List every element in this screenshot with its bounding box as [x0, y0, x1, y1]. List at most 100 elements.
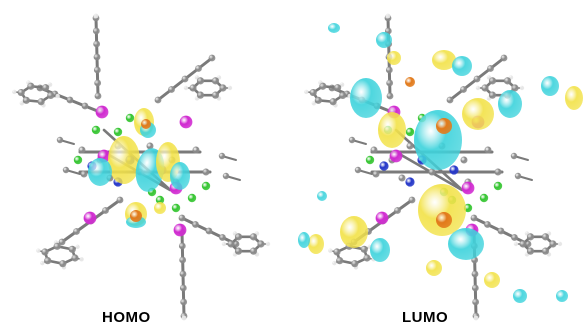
orange-atom: [405, 77, 415, 87]
orbital-lobe-negative: [556, 290, 568, 302]
carbon-atom: [511, 84, 519, 92]
carbon-atom: [473, 75, 481, 83]
carbon-atom: [541, 247, 550, 255]
carbon-atom: [394, 207, 401, 214]
carbon-atom: [319, 82, 327, 90]
carbon-atom: [196, 77, 205, 85]
carbon-atom: [27, 82, 35, 90]
carbon-atom: [73, 228, 80, 235]
chlorine-atom: [171, 203, 181, 213]
nitrogen-atom: [449, 165, 459, 175]
carbon-atom: [218, 152, 226, 160]
carbon-atom: [549, 240, 557, 248]
orbital-lobe-positive: [154, 202, 166, 214]
orbital-lobe-positive: [308, 234, 324, 254]
carbon-atom: [511, 234, 518, 241]
carbon-atom: [66, 96, 74, 104]
orbital-lobe-negative: [370, 238, 390, 262]
homo-label: HOMO: [102, 309, 151, 326]
carbon-atom: [181, 75, 189, 83]
metal-atom: [83, 211, 97, 225]
hydrogen-atom: [93, 13, 99, 19]
orbital-lobe-positive: [462, 98, 494, 130]
carbon-atom: [219, 84, 227, 92]
hydrogen-atom: [55, 93, 60, 99]
carbon-atom: [17, 88, 25, 97]
carbon-atom: [339, 91, 347, 100]
carbon-atom: [211, 91, 220, 99]
carbon-atom: [178, 214, 186, 222]
carbon-atom: [71, 254, 79, 262]
carbon-atom: [363, 254, 371, 262]
hydrogen-atom: [475, 85, 481, 91]
hydrogen-atom: [221, 241, 227, 247]
chlorine-atom: [155, 195, 165, 205]
orange-atom: [130, 210, 142, 222]
carbon-atom: [526, 233, 535, 241]
carbon-atom: [44, 257, 52, 265]
hydrogen-atom: [183, 85, 189, 91]
carbon-atom: [360, 245, 368, 253]
carbon-atom: [211, 77, 220, 85]
orbital-lobe-negative: [414, 110, 462, 170]
carbon-atom: [227, 240, 235, 248]
carbon-atom: [471, 284, 479, 292]
orange-atom: [436, 212, 452, 228]
orbital-lobe-negative: [317, 191, 327, 201]
carbon-atom: [59, 260, 67, 268]
orbital-lobe-negative: [350, 78, 382, 118]
carbon-atom: [62, 166, 70, 174]
metal-atom: [375, 211, 389, 225]
chlorine-atom: [405, 127, 415, 137]
hydrogen-atom: [339, 82, 345, 87]
carbon-atom: [94, 79, 102, 87]
carbon-atom: [460, 86, 467, 93]
carbon-atom: [386, 92, 394, 100]
orbital-lobe-positive: [565, 86, 583, 110]
carbon-atom: [205, 227, 213, 235]
chlorine-atom: [125, 113, 135, 123]
hydrogen-atom: [40, 260, 45, 266]
metal-atom: [95, 105, 109, 119]
hydrogen-atom: [79, 257, 84, 262]
carbon-atom: [93, 66, 101, 74]
hydrogen-atom: [519, 85, 525, 91]
metal-atom: [173, 223, 187, 237]
carbon-atom: [408, 196, 416, 204]
carbon-atom: [196, 91, 205, 99]
orbital-lobe-positive: [108, 136, 140, 184]
carbon-atom: [249, 233, 258, 241]
carbon-atom: [470, 214, 478, 222]
carbon-atom: [179, 284, 187, 292]
orbital-lobe-positive: [418, 184, 466, 236]
orbital-lobe-negative: [498, 90, 522, 118]
carbon-atom: [351, 260, 359, 268]
carbon-atom: [510, 152, 518, 160]
orbital-lobe-positive: [432, 50, 456, 70]
orbital-lobe-negative: [328, 23, 340, 33]
orbital-lobe-negative: [513, 289, 527, 303]
homo-panel: HOMO: [12, 13, 271, 326]
carbon-atom: [234, 247, 243, 255]
chlorine-atom: [187, 193, 197, 203]
hydrogen-atom: [75, 244, 80, 250]
carbon-atom: [37, 98, 45, 106]
carbon-atom: [195, 65, 202, 72]
hydrogen-atom: [328, 248, 333, 253]
carbon-atom: [179, 270, 187, 278]
hydrogen-atom: [265, 241, 271, 247]
carbon-atom: [334, 84, 342, 92]
carbon-atom: [329, 98, 337, 106]
chlorine-atom: [365, 155, 375, 165]
carbon-atom: [460, 156, 468, 164]
carbon-atom: [93, 40, 101, 48]
carbon-atom: [372, 170, 380, 178]
carbon-atom: [488, 91, 497, 99]
carbon-atom: [116, 196, 124, 204]
carbon-atom: [314, 96, 322, 104]
carbon-atom: [102, 207, 109, 214]
carbon-atom: [471, 270, 479, 278]
carbon-atom: [333, 248, 341, 256]
carbon-atom: [81, 102, 89, 110]
carbon-atom: [370, 146, 378, 154]
